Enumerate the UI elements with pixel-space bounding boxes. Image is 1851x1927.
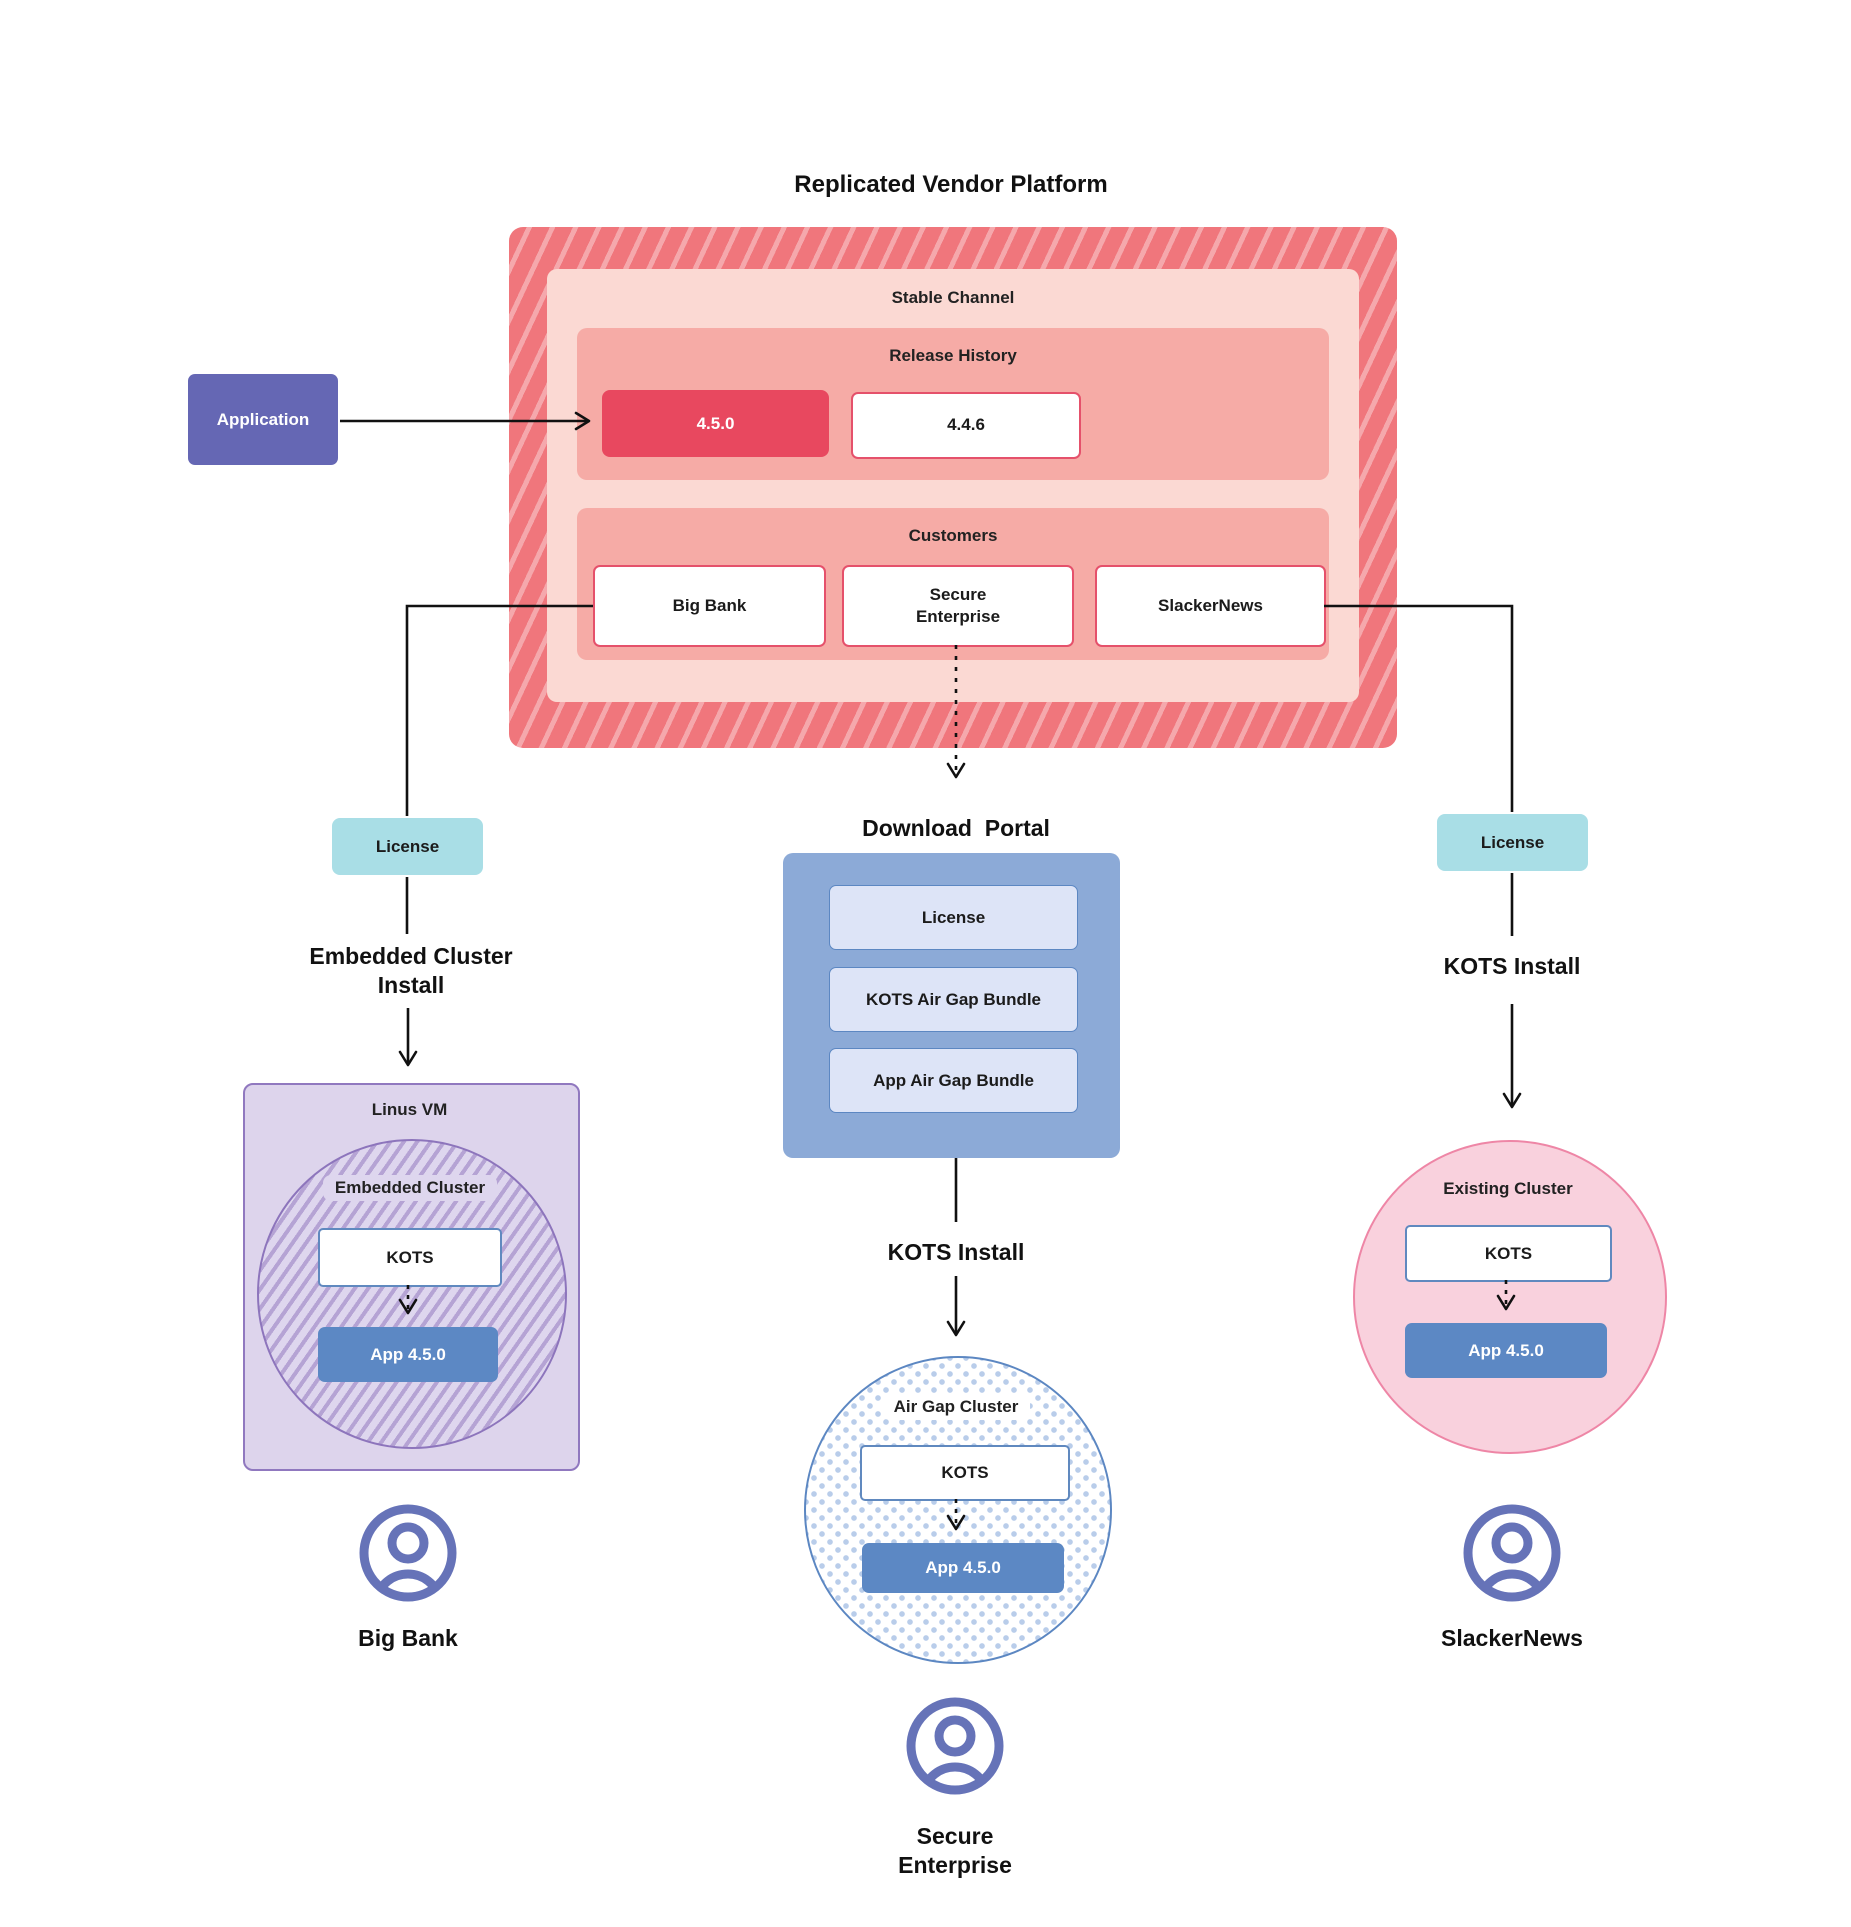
persona-label-secure-enterprise: Secure Enterprise — [898, 1823, 1012, 1878]
air-gap-cluster-label: Air Gap Cluster — [881, 1394, 1031, 1420]
user-icon-big-bank — [356, 1501, 460, 1605]
download-portal-label: Download Portal — [862, 815, 1050, 841]
embedded-cluster-label-wrap: Embedded Cluster — [257, 1175, 563, 1201]
license-box-left: License — [332, 818, 483, 875]
release-4-4-6: 4.4.6 — [851, 392, 1081, 459]
app-box-left: App 4.5.0 — [318, 1327, 498, 1382]
license-box-right: License — [1437, 814, 1588, 871]
portal-item-app-airgap-bundle: App Air Gap Bundle — [829, 1048, 1078, 1113]
customers-label: Customers — [908, 526, 998, 545]
kots-install-label-middle: KOTS Install — [887, 1239, 1025, 1265]
customer-slackernews: SlackerNews — [1095, 565, 1326, 647]
embedded-cluster-install-label: Embedded Cluster Install — [309, 943, 513, 998]
user-icon-slackernews — [1460, 1501, 1564, 1605]
existing-cluster-label: Existing Cluster — [1443, 1179, 1573, 1198]
existing-cluster-label-wrap: Existing Cluster — [1353, 1176, 1663, 1202]
kots-box-right: KOTS — [1405, 1225, 1612, 1282]
kots-install-label-right: KOTS Install — [1443, 953, 1581, 979]
portal-item-license: License — [829, 885, 1078, 950]
app-box-right: App 4.5.0 — [1405, 1323, 1607, 1378]
diagram-title: Replicated Vendor Platform — [794, 171, 1108, 198]
kots-box-middle: KOTS — [860, 1445, 1070, 1501]
release-4-5-0: 4.5.0 — [602, 390, 829, 457]
kots-box-left: KOTS — [318, 1228, 502, 1287]
air-gap-cluster-label-wrap: Air Gap Cluster — [804, 1394, 1108, 1420]
stable-channel-label: Stable Channel — [891, 288, 1015, 307]
app-box-middle: App 4.5.0 — [862, 1543, 1064, 1593]
portal-item-kots-airgap-bundle: KOTS Air Gap Bundle — [829, 967, 1078, 1032]
persona-label-slackernews: SlackerNews — [1441, 1625, 1583, 1651]
linus-vm-label: Linus VM — [371, 1100, 448, 1119]
user-icon-secure-enterprise — [903, 1694, 1007, 1798]
release-history-label: Release History — [889, 346, 1017, 365]
embedded-cluster-label: Embedded Cluster — [322, 1175, 498, 1201]
persona-label-big-bank: Big Bank — [358, 1625, 458, 1651]
customer-big-bank: Big Bank — [593, 565, 826, 647]
customer-secure-enterprise: Secure Enterprise — [842, 565, 1074, 647]
application-box: Application — [188, 374, 338, 465]
